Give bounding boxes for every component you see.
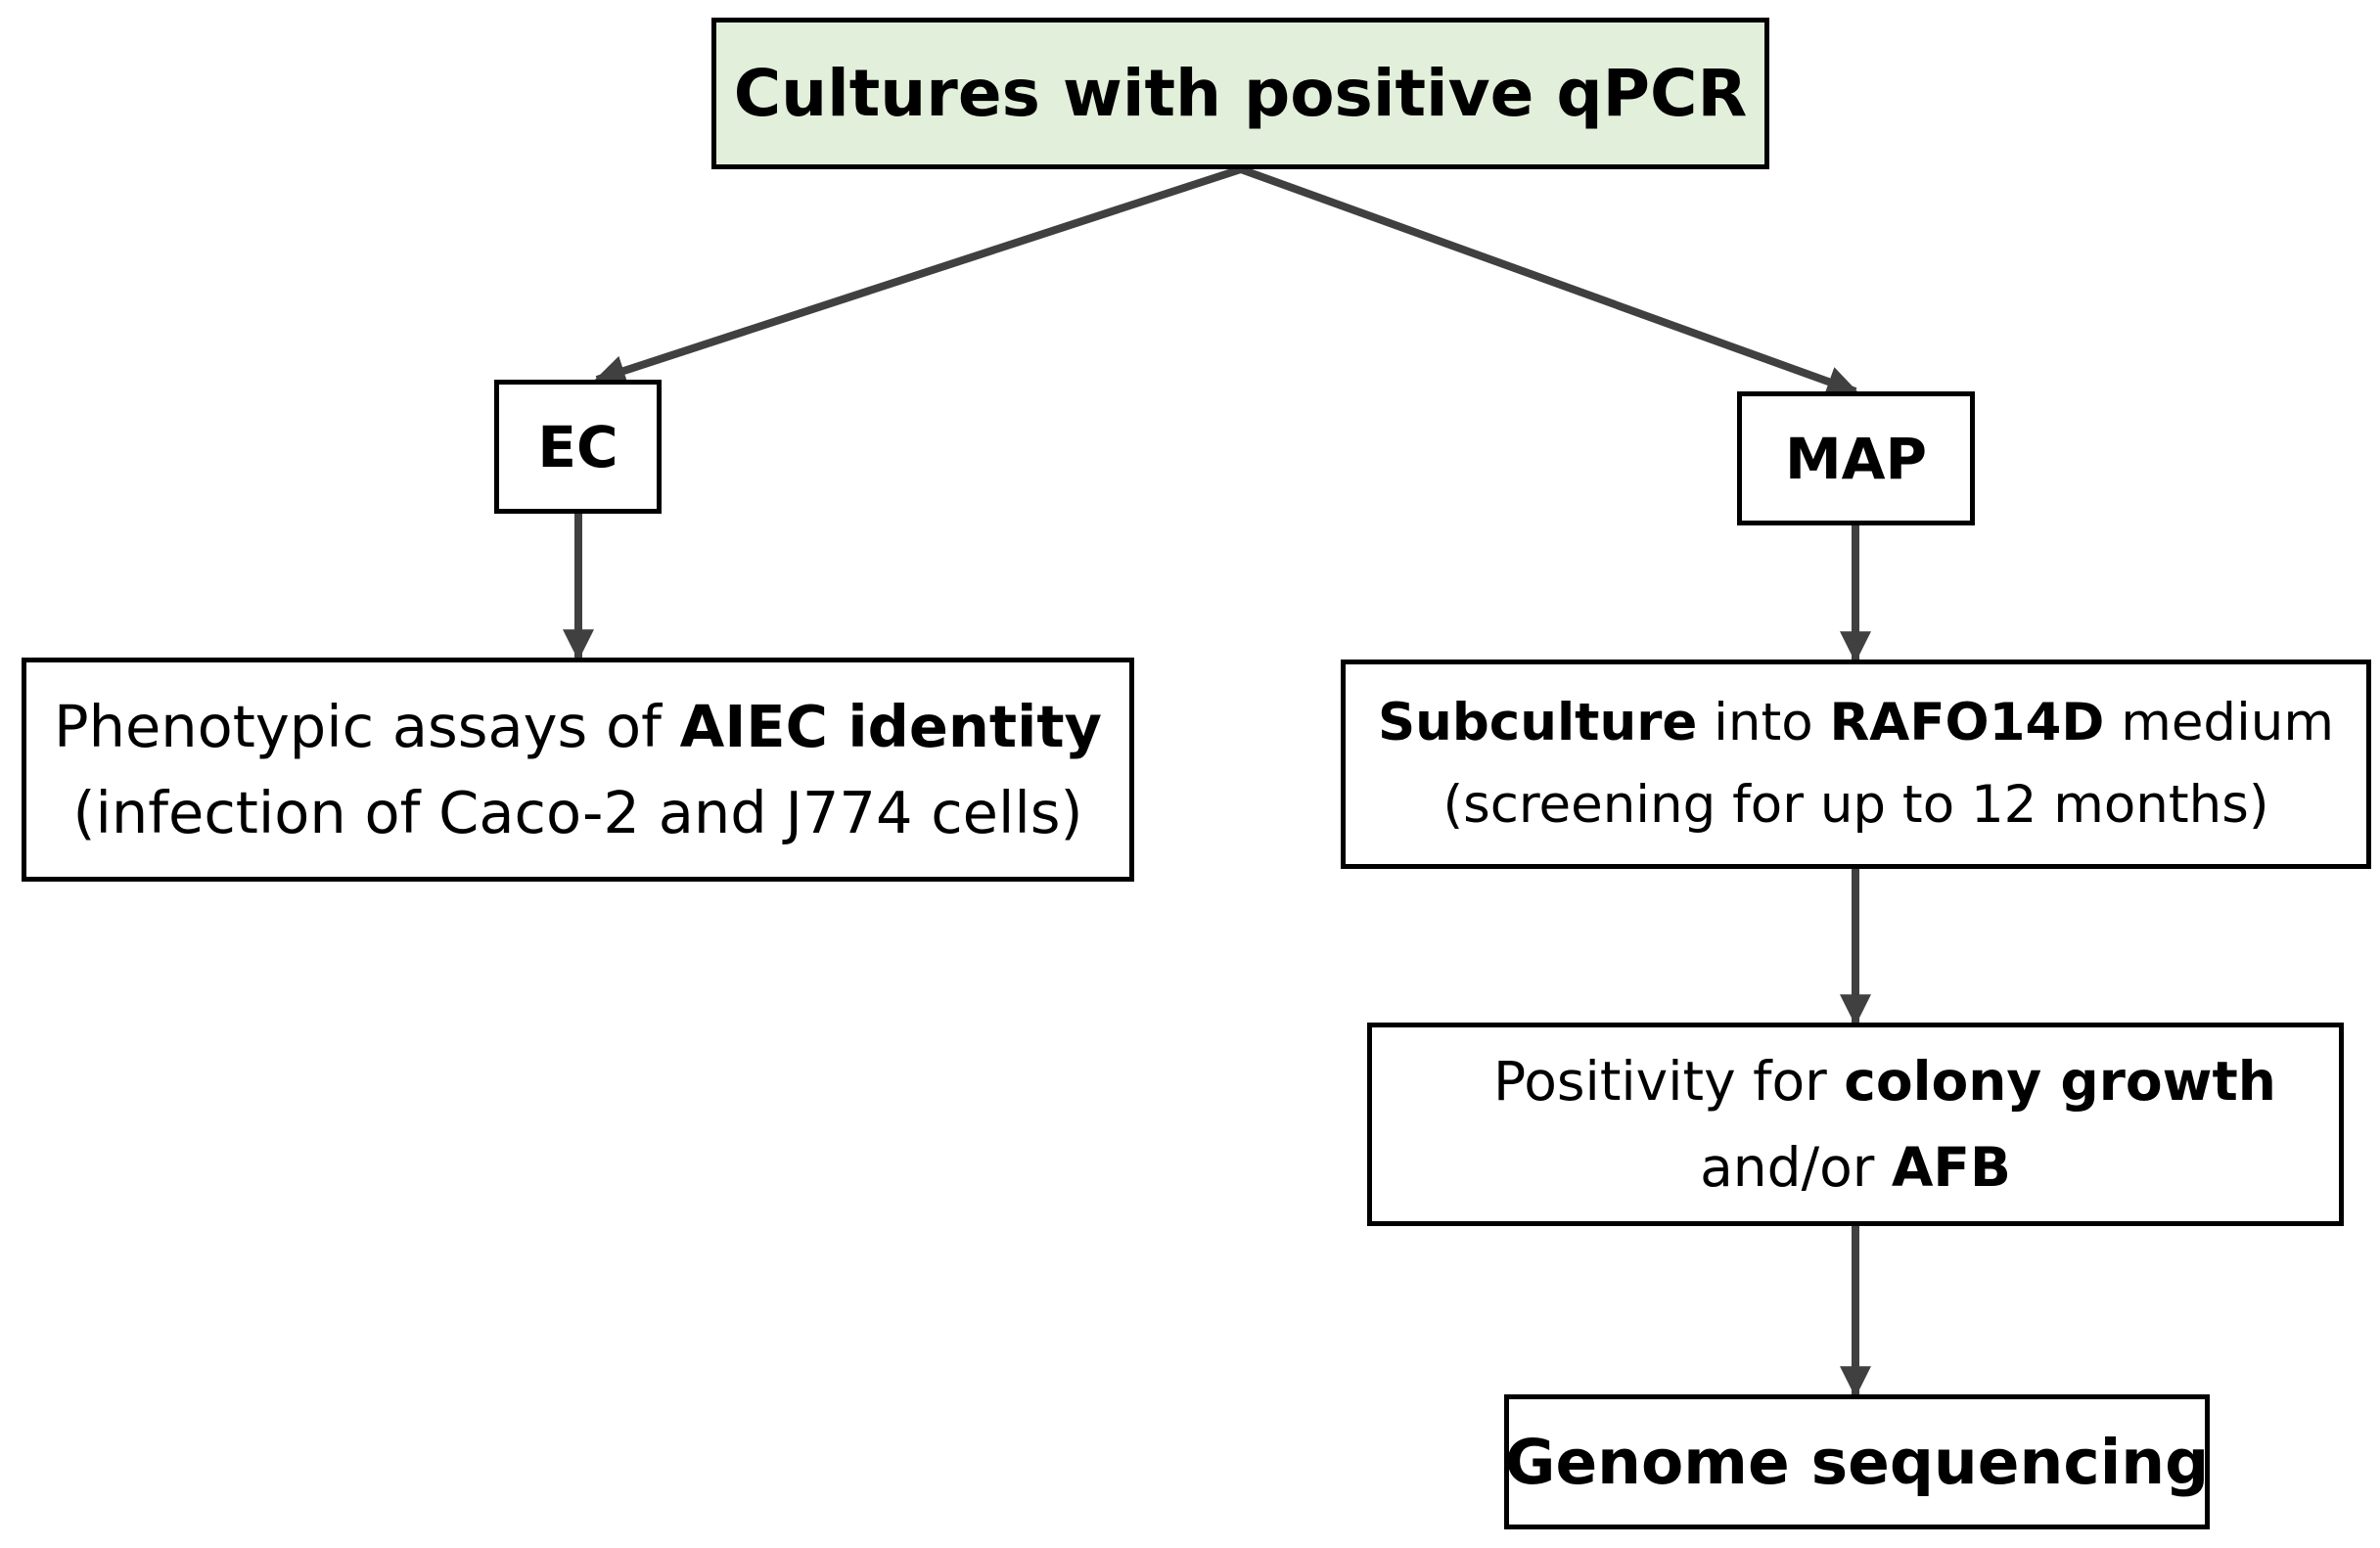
- ec-node-label: EC: [537, 413, 618, 480]
- phenotypic-line-2: (infection of Caco-2 and J774 cells): [72, 778, 1083, 846]
- positivity-line-2: and/or AFB: [1700, 1124, 2011, 1210]
- subculture-line-1-post: medium: [2104, 693, 2335, 752]
- phenotypic-line-1: Phenotypic assays of AIEC identity: [54, 684, 1102, 770]
- arrow-root-to-map: [1239, 165, 1859, 397]
- root-node-label: Cultures with positive qPCR: [733, 56, 1748, 131]
- subculture-node: Subculture into RAFO14D medium (screenin…: [1341, 660, 2371, 869]
- genome-node-label: Genome sequencing: [1504, 1426, 2210, 1498]
- subculture-line-1-bold-1: Subculture: [1377, 693, 1698, 752]
- subculture-line-1: Subculture into RAFO14D medium: [1378, 682, 2334, 764]
- positivity-line-1-text: Positivity for: [1493, 1050, 1845, 1113]
- subculture-line-1-bold-2: RAFO14D: [1829, 693, 2105, 752]
- subculture-line-2: (screening for up to 12 months): [1442, 775, 2269, 835]
- map-node-label: MAP: [1784, 425, 1928, 492]
- positivity-line-2-bold: AFB: [1891, 1136, 2011, 1199]
- positivity-line-1: Positivity for colony growth: [1435, 1038, 2276, 1124]
- ec-node: EC: [494, 380, 662, 514]
- genome-sequencing-node: Genome sequencing: [1504, 1394, 2210, 1529]
- map-node: MAP: [1737, 391, 1975, 525]
- phenotypic-assays-node: Phenotypic assays of AIEC identity (infe…: [22, 658, 1134, 882]
- arrow-root-to-ec: [593, 165, 1243, 387]
- phenotypic-line-1-bold: AIEC identity: [679, 692, 1102, 760]
- phenotypic-line-1-text: Phenotypic assays of: [54, 692, 680, 760]
- root-node-cultures-positive-qpcr: Cultures with positive qPCR: [711, 18, 1769, 169]
- positivity-line-1-bold: colony growth: [1844, 1050, 2276, 1113]
- positivity-node: Positivity for colony growth and/or AFB: [1367, 1023, 2344, 1226]
- subculture-line-1-mid: into: [1697, 693, 1830, 752]
- positivity-line-2-text: and/or: [1700, 1136, 1892, 1199]
